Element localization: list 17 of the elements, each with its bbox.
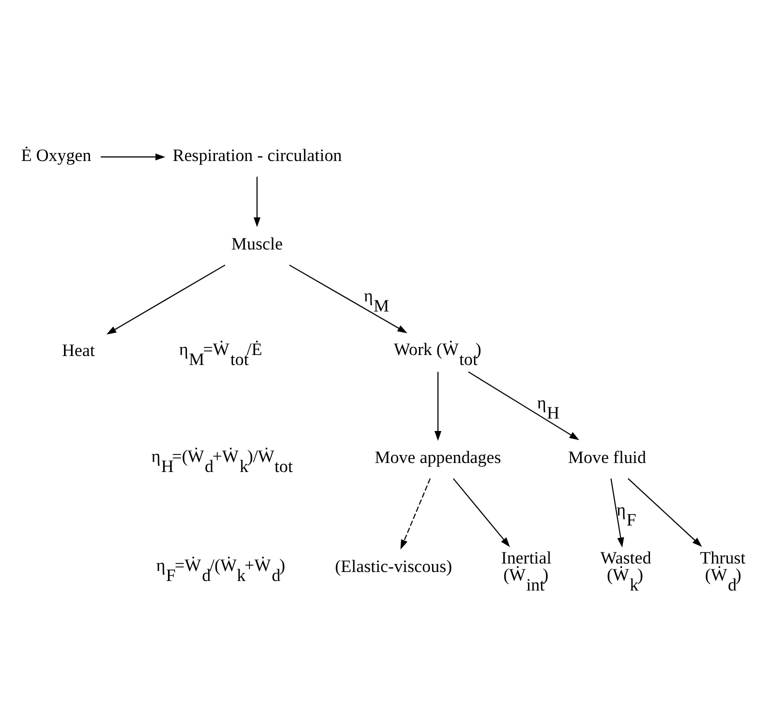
node-text: Muscle xyxy=(231,233,283,254)
node-text: Move appendages xyxy=(374,447,502,467)
arrow xyxy=(400,478,431,550)
arrow xyxy=(452,478,510,548)
arrow xyxy=(610,478,624,548)
node-text: Move fluid xyxy=(568,447,646,467)
node-text: Respiration - circulation xyxy=(172,145,342,166)
node-text: Ė Oxygen xyxy=(21,145,92,166)
arrow xyxy=(434,372,442,441)
arrow xyxy=(628,478,702,547)
arrow xyxy=(254,176,260,228)
arrow xyxy=(468,371,580,440)
node-text: (Elastic-viscous) xyxy=(334,556,452,576)
arrow xyxy=(289,264,408,334)
node-text: Heat xyxy=(62,340,95,360)
arrow xyxy=(100,154,166,160)
arrow xyxy=(106,264,226,334)
